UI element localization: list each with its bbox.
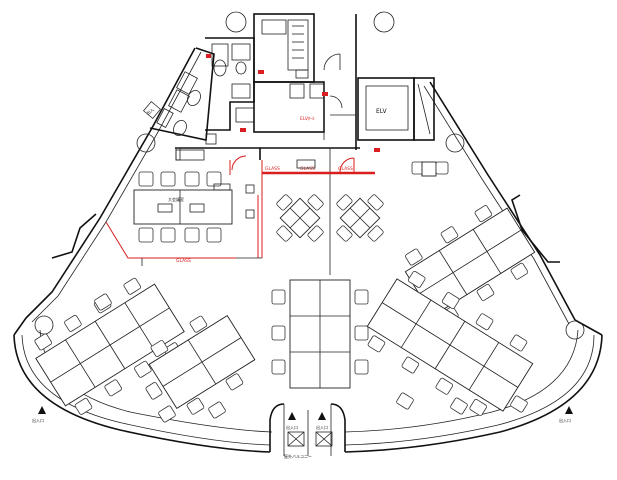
chair-icon: [271, 289, 286, 305]
chair-icon: [123, 277, 142, 295]
chair-icon: [307, 225, 324, 242]
glass-label-right: GLASS: [338, 166, 353, 172]
chair-icon: [440, 226, 459, 244]
chair-icon: [441, 292, 460, 310]
chair-icon: [138, 171, 154, 187]
arrow-up-icon: [38, 406, 46, 414]
chair-icon: [435, 161, 449, 175]
column-icon: [565, 320, 585, 340]
column-icon: [225, 11, 247, 33]
chair-icon: [354, 289, 369, 305]
chair-icon: [367, 194, 384, 211]
entrance-center-left-label: 出入口: [286, 424, 298, 430]
chair-icon: [271, 359, 286, 375]
chair-icon: [367, 335, 386, 353]
chair-icon: [94, 293, 112, 311]
arrow-up-icon: [565, 406, 573, 414]
elv-hall-label: ELVﾎｰﾙ: [300, 116, 315, 122]
chair-icon: [509, 334, 528, 352]
column-icon: [373, 11, 395, 33]
entrance-left-label: 出入口: [32, 417, 44, 423]
chair-icon: [405, 248, 423, 266]
toilet-icon: [213, 59, 227, 77]
left-desk-cluster: [34, 277, 256, 423]
chair-icon: [134, 360, 152, 378]
chair-icon: [336, 225, 353, 242]
conference-room: 大会議室: [133, 171, 233, 243]
chair-icon: [401, 356, 420, 374]
chair-icon: [158, 405, 176, 423]
column-icon: [445, 133, 465, 153]
chair-icon: [271, 325, 286, 341]
side-fixtures: [175, 133, 217, 161]
door-swing-icon: [329, 95, 343, 109]
chair-icon: [225, 373, 244, 391]
chair-icon: [104, 379, 122, 397]
conference-label: 大会議室: [168, 196, 184, 202]
chair-icon: [476, 283, 495, 301]
chair-icon: [74, 397, 93, 415]
chair-icon: [450, 397, 468, 415]
svg-text:出入: 出入: [145, 106, 155, 116]
toilet-icon: [235, 61, 247, 75]
glass-label-top: GLASS: [265, 166, 280, 172]
chair-icon: [184, 227, 200, 243]
chair-icon: [34, 333, 52, 351]
chair-icon: [435, 377, 454, 395]
column-icon: [34, 315, 54, 335]
center-desks: [271, 279, 369, 389]
chair-icon: [475, 313, 494, 331]
chair-icon: [407, 270, 426, 288]
door-swing-icon: [323, 53, 341, 71]
toilet-icon: [173, 119, 187, 137]
arrow-up-icon: [318, 412, 326, 420]
right-desk-cluster: [366, 205, 536, 416]
chair-icon: [160, 171, 176, 187]
chair-icon: [354, 325, 369, 341]
chair-icon: [208, 401, 226, 419]
chair-icon: [189, 315, 208, 333]
column-icon: [136, 133, 156, 153]
entrances: 出入口 出入口 出入口 出入口 屋外バルコニー: [32, 403, 573, 459]
chair-icon: [336, 194, 353, 211]
core-area: 出入 ELVﾎｰﾙ ELV: [142, 13, 435, 152]
chair-icon: [184, 171, 200, 187]
elevator-label: ELV: [376, 108, 387, 115]
chair-icon: [64, 314, 82, 332]
chair-icon: [206, 227, 222, 243]
chair-icon: [186, 397, 205, 415]
entrance-right-label: 出入口: [559, 417, 571, 423]
chair-icon: [367, 225, 384, 242]
lounge-tables: [276, 161, 449, 242]
chair-icon: [474, 205, 493, 223]
balcony-label: 屋外バルコニー: [284, 453, 312, 459]
chair-icon: [307, 194, 324, 211]
glass-label-bottom: GLASS: [176, 258, 191, 264]
chair-icon: [160, 227, 176, 243]
glass-label-mid: GLASS: [300, 166, 315, 172]
columns: [34, 11, 585, 340]
chair-icon: [469, 398, 487, 416]
chair-icon: [150, 340, 169, 357]
chair-icon: [354, 359, 369, 375]
chair-icon: [510, 262, 529, 280]
chair-icon: [276, 225, 293, 242]
entrance-center-right-label: 出入口: [316, 424, 328, 430]
chair-icon: [276, 194, 293, 211]
conference-table: [133, 189, 233, 225]
chair-icon: [510, 395, 528, 413]
chair-icon: [145, 382, 163, 400]
toilet-icon: [187, 89, 201, 107]
chair-icon: [138, 227, 154, 243]
chair-icon: [396, 392, 414, 410]
arrow-up-icon: [288, 412, 296, 420]
